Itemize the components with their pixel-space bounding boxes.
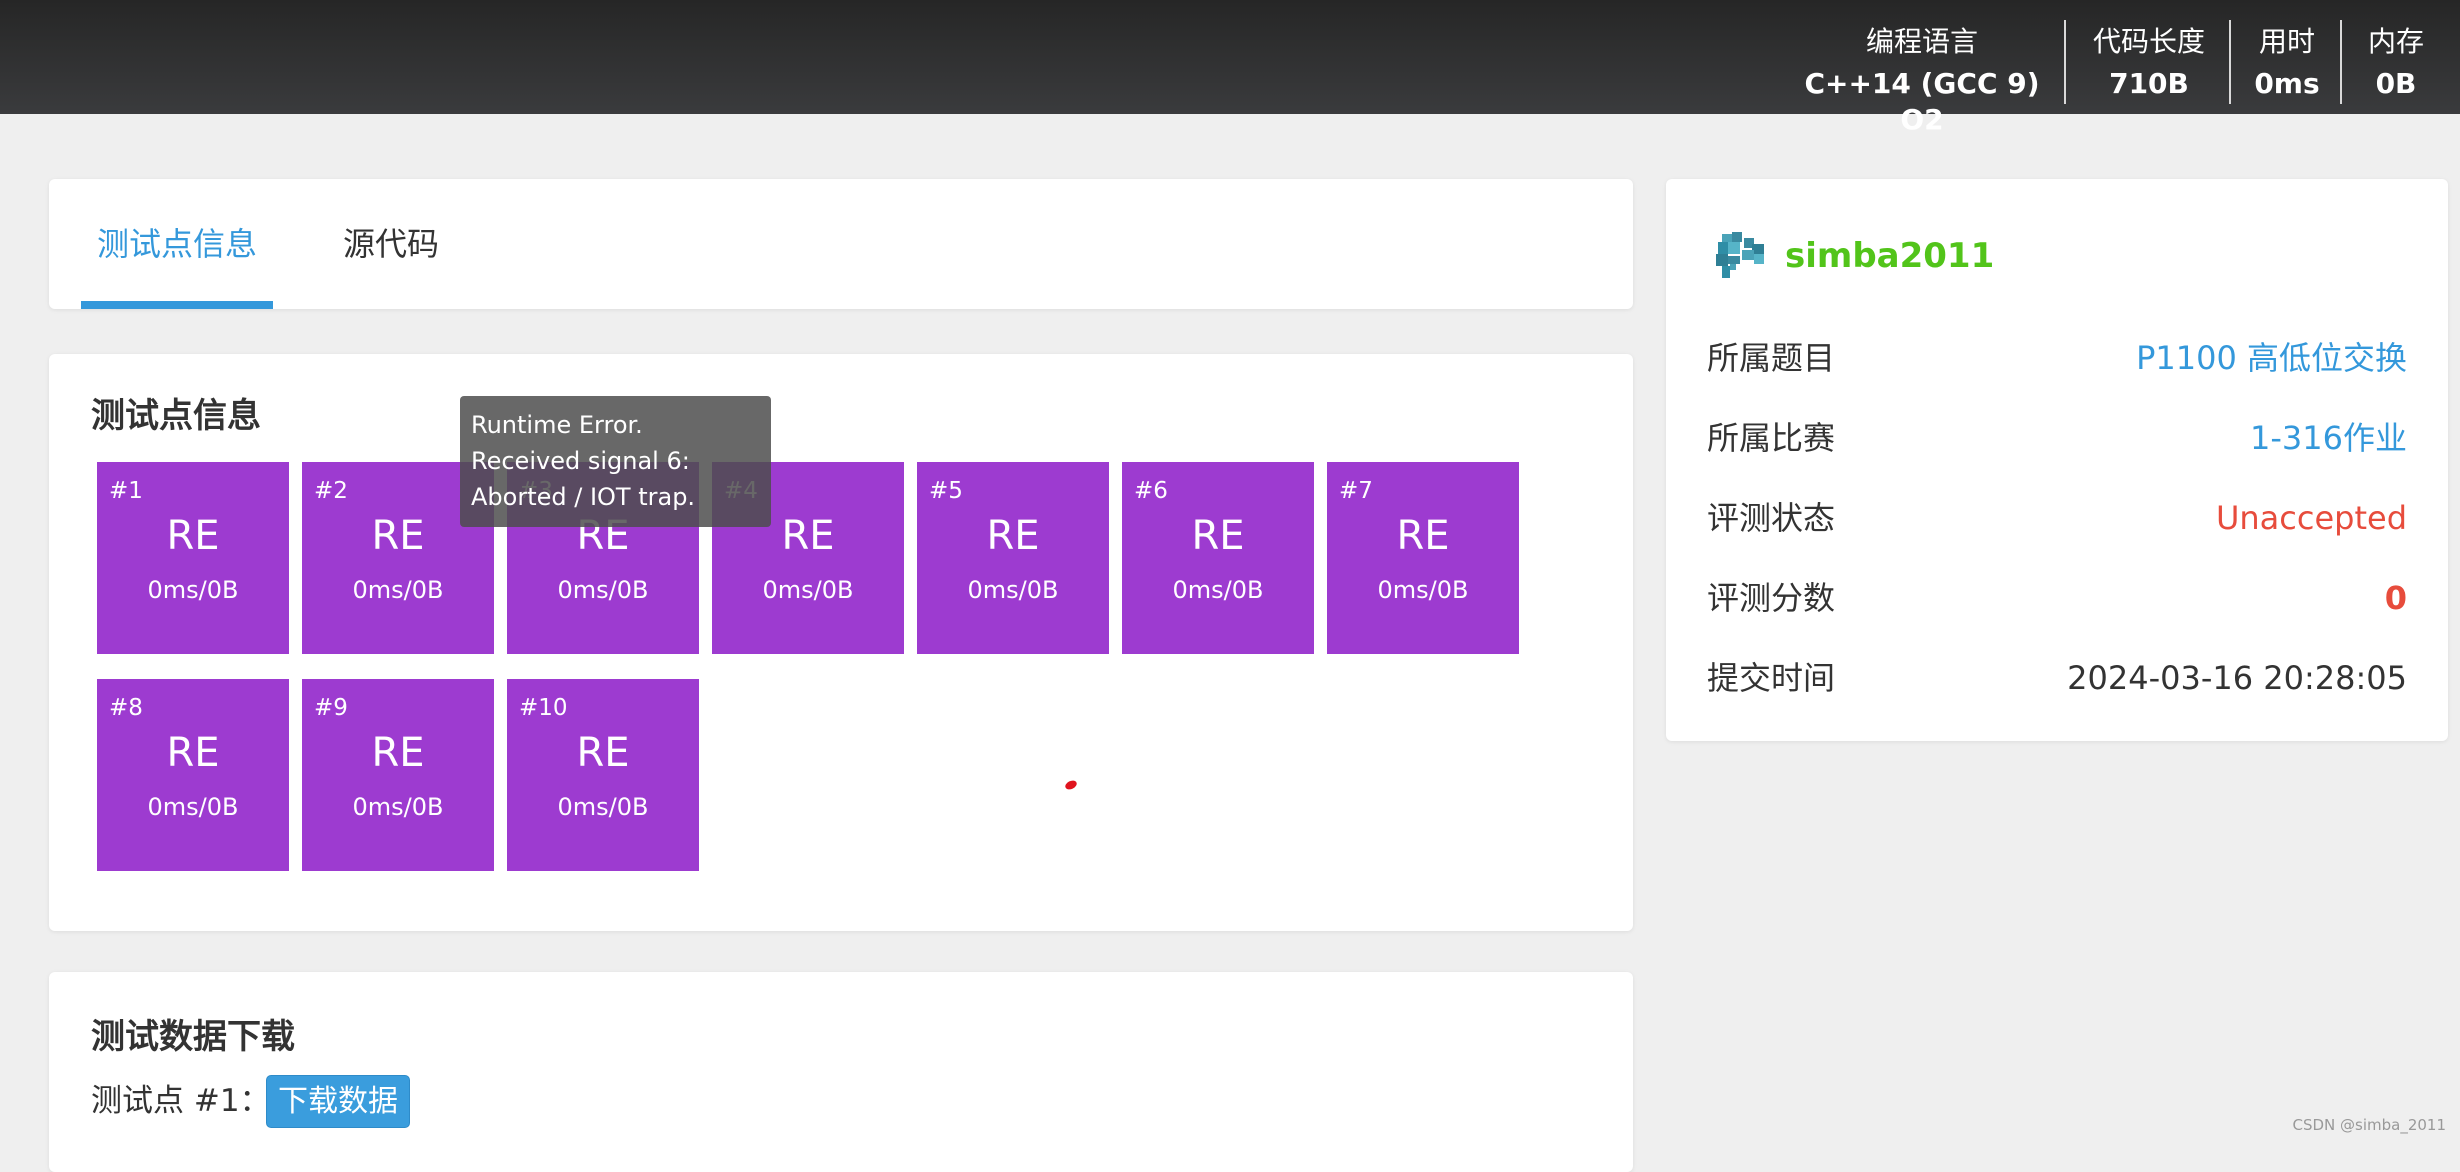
testcase-meta: 0ms/0B: [557, 793, 649, 821]
tooltip-line: Runtime Error.: [471, 411, 643, 439]
info-value-problem-link[interactable]: P1100 高低位交换: [2136, 339, 2407, 377]
stat-value: 0ms: [2254, 67, 2320, 100]
info-label-problem: 所属题目: [1707, 339, 1836, 377]
top-bar: 编程语言 C++14 (GCC 9) O2 代码长度 710B 用时 0ms 内…: [0, 0, 2460, 136]
watermark: CSDN @simba_2011: [2292, 1116, 2446, 1134]
stat-value: C++14 (GCC 9) O2: [1804, 67, 2040, 136]
testcase-meta: 0ms/0B: [557, 576, 649, 604]
testcase-status: RE: [371, 730, 425, 776]
stat-label: 代码长度: [2092, 25, 2205, 58]
stat-value: 0B: [2375, 67, 2417, 100]
testcase-meta: 0ms/0B: [352, 576, 444, 604]
testcase-number: #1: [109, 478, 143, 504]
download-case-label: 测试点 #1：: [91, 1083, 271, 1119]
info-label-contest: 所属比赛: [1707, 419, 1836, 457]
stat-language: 编程语言 C++14 (GCC 9) O2: [1796, 0, 2048, 136]
download-data-button[interactable]: 下载数据: [266, 1075, 410, 1128]
tabs-card: 测试点信息 源代码: [49, 179, 1633, 309]
pixel-avatar-icon[interactable]: [1712, 228, 1772, 284]
testcase-number: #9: [314, 695, 348, 721]
testcase-number: #10: [519, 695, 568, 721]
download-card: [49, 972, 1633, 1172]
testcase-meta: 0ms/0B: [147, 793, 239, 821]
tab-testcases[interactable]: 测试点信息: [96, 225, 257, 263]
tab-source-code[interactable]: 源代码: [342, 225, 439, 263]
testcase-meta: 0ms/0B: [147, 576, 239, 604]
info-label-score: 评测分数: [1707, 579, 1836, 617]
stat-memory: 内存 0B: [2346, 0, 2446, 114]
tooltip-line: Aborted / IOT trap.: [471, 483, 696, 511]
testcase-status: RE: [576, 730, 630, 776]
stat-label: 编程语言: [1865, 25, 1978, 58]
submission-info-card: [1666, 179, 2448, 741]
testcase-status: RE: [986, 513, 1040, 559]
testcase-status: RE: [166, 513, 220, 559]
tooltip-line: Received signal 6:: [471, 447, 690, 475]
testcase-meta: 0ms/0B: [967, 576, 1059, 604]
stat-time: 用时 0ms: [2237, 0, 2337, 114]
divider: [2064, 20, 2066, 104]
stat-code-length: 代码长度 710B: [2074, 0, 2224, 114]
info-value-status: Unaccepted: [2215, 499, 2407, 537]
divider: [2340, 20, 2342, 104]
testcase-status: RE: [166, 730, 220, 776]
testcase-number: #7: [1339, 478, 1373, 504]
testcase-status: RE: [781, 513, 835, 559]
info-value-submit-time: 2024-03-16 20:28:05: [2067, 659, 2407, 697]
info-value-score: 0: [2384, 579, 2407, 617]
testcase-meta: 0ms/0B: [762, 576, 854, 604]
active-tab-indicator: [81, 301, 273, 309]
testcase-status: RE: [1191, 513, 1245, 559]
info-label-status: 评测状态: [1707, 499, 1836, 537]
testcase-meta: 0ms/0B: [1172, 576, 1264, 604]
testcase-meta: 0ms/0B: [352, 793, 444, 821]
stat-label: 内存: [2367, 25, 2424, 58]
error-tooltip: Runtime Error. Received signal 6: Aborte…: [460, 396, 771, 527]
testcase-number: #8: [109, 695, 143, 721]
testcase-meta: 0ms/0B: [1377, 576, 1469, 604]
download-title: 测试数据下载: [91, 1017, 295, 1057]
stat-value: 710B: [2109, 67, 2189, 100]
divider: [2229, 20, 2231, 104]
testcase-number: #2: [314, 478, 348, 504]
username-link[interactable]: simba2011: [1785, 236, 1995, 276]
testcase-status: RE: [371, 513, 425, 559]
info-label-submit-time: 提交时间: [1707, 659, 1836, 697]
info-value-contest-link[interactable]: 1-316作业: [2250, 419, 2407, 457]
testcase-number: #6: [1134, 478, 1168, 504]
testcase-status: RE: [1396, 513, 1450, 559]
stat-label: 用时: [2258, 25, 2315, 58]
testcases-title: 测试点信息: [91, 396, 261, 436]
testcase-number: #5: [929, 478, 963, 504]
